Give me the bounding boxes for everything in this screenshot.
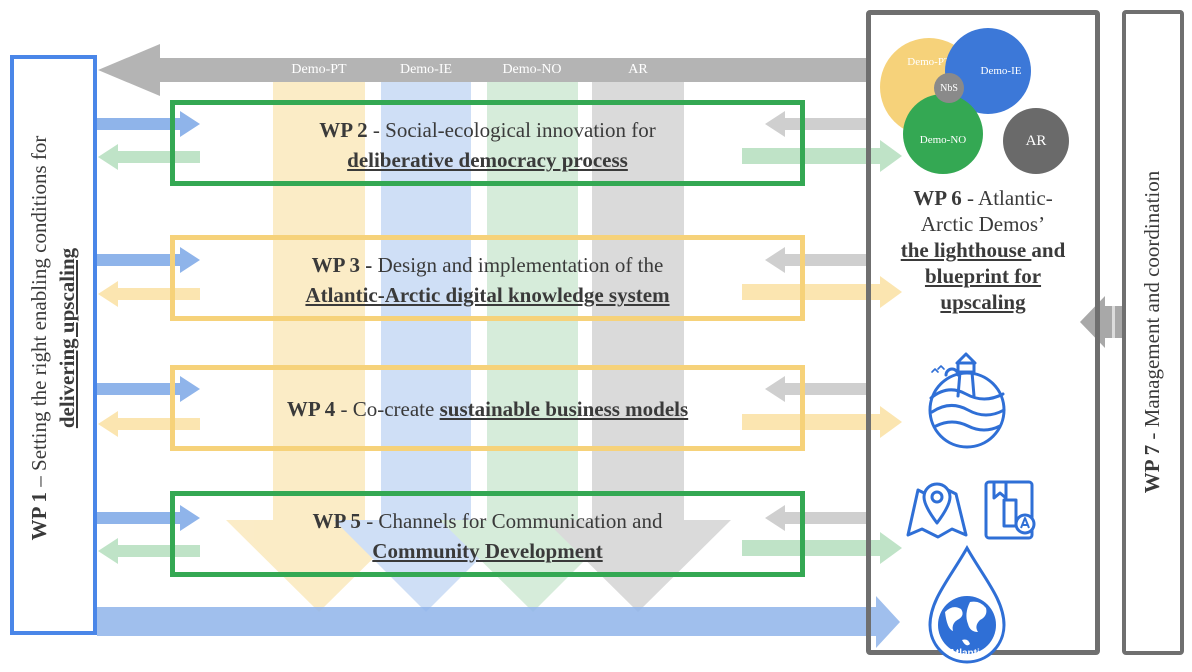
row-arrows-wp4 [97,376,902,438]
row-arrows-wp5 [97,505,902,564]
wp6-bold: WP 6 [913,186,962,210]
demo-pt-bubble-label: Demo-PT [907,56,951,68]
wp6-line1: - Atlantic- [961,186,1053,210]
wp3-bold: WP 3 - [311,253,373,277]
atlantic-label: Atlantic [948,648,986,659]
wp4-text: WP 4 - Co-create sustainable business mo… [175,394,800,424]
wp7-label: WP 7 - Management and coordination [1138,2,1166,662]
wp3-text: WP 3 - Design and implementation of the … [175,250,800,310]
demo-no-bubble: Demo-NO [903,94,983,174]
wp2-line1: - Social-ecological innovation for [367,118,656,142]
row-arrows-wp2 [97,111,902,172]
wp6-plain: and [1031,238,1066,262]
wp7-box [1122,10,1184,655]
wp6-to-wp1-arrow [98,44,868,96]
wp4-line1: - Co-create [335,397,440,421]
wp1-to-atlantic-arrow [97,596,900,648]
wp4-underlined: sustainable business models [439,397,689,421]
wp2-underlined: deliberative democracy process [347,148,628,172]
wp6-underlined3: upscaling [940,290,1026,314]
wp4-bold: WP 4 [286,397,336,421]
demo-ie-column-arrow [334,58,518,612]
wp6-underlined1: the lighthouse [900,238,1032,262]
wp3-box: WP 3 - Design and implementation of the … [170,235,805,321]
atlantic-drop-icon [928,544,1006,664]
wp1-box [10,55,97,635]
demo-no-label: Demo-NO [502,62,562,77]
wp2-bold: WP 2 [319,118,368,142]
demo-ie-label: Demo-IE [399,62,453,77]
wp2-box: WP 2 - Social-ecological innovation for … [170,100,805,186]
demo-no-column-arrow [440,58,625,612]
nbs-bubble-label: NbS [940,82,958,94]
demo-pt-column-arrow [226,58,412,612]
wp6-text: WP 6 - Atlantic- Arctic Demos’ the light… [880,185,1086,315]
row-arrows-wp3 [97,247,902,308]
wp6-line2: Arctic Demos’ [920,212,1046,236]
demo-no-bubble-label: Demo-NO [919,134,967,146]
wp5-text: WP 5 - Channels for Communication and Co… [175,506,800,566]
ar-column-arrow [545,58,731,612]
nbs-bubble: NbS [934,73,964,103]
ar-bubble-label: AR [1025,132,1047,149]
wp3-line1: Design and implementation of the [372,253,664,277]
demo-pt-label: Demo-PT [291,62,347,77]
lighthouse-waves-icon [928,352,1006,449]
wp5-underlined: Community Development [372,539,603,563]
wp5-bold: WP 5 [312,509,361,533]
ar-label: AR [628,62,648,77]
wp6-underlined2: blueprint for [924,264,1042,288]
wp7-to-wp6-arrow [1080,296,1122,348]
wp2-text: WP 2 - Social-ecological innovation for … [175,115,800,175]
wp4-box: WP 4 - Co-create sustainable business mo… [170,365,805,451]
map-pin-icon [906,482,968,539]
wp3-underlined: Atlantic-Arctic digital knowledge system [305,283,670,307]
wp7-text: - Management and coordination [1140,170,1164,445]
wp5-box: WP 5 - Channels for Communication and Co… [170,491,805,577]
demo-ie-bubble-label: Demo-IE [980,65,1022,77]
lighthouse-book-icon [984,480,1036,540]
wp7-bold: WP 7 [1140,444,1164,494]
ar-bubble: AR [1003,108,1069,174]
wp5-line1: - Channels for Communication and [360,509,663,533]
